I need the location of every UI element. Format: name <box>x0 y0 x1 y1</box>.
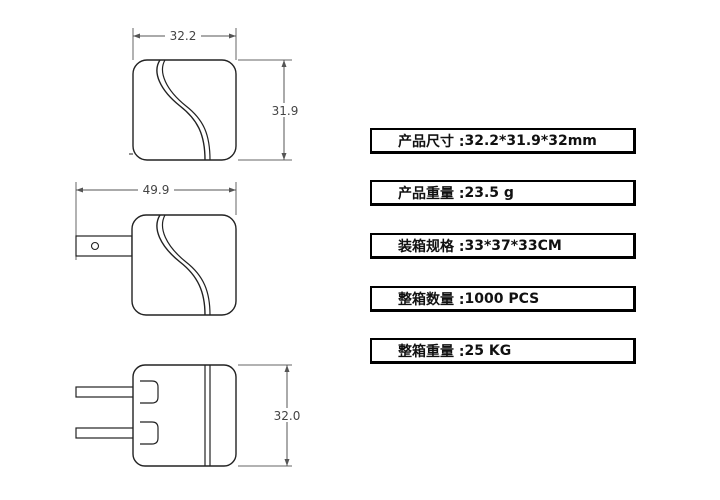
front-height-label-bg <box>270 103 300 117</box>
front-width-label: 32.2 <box>170 29 197 43</box>
side-length-label: 49.9 <box>143 183 170 197</box>
front-width-label-bg <box>165 29 201 42</box>
spec-weight-label: 产品重量 : <box>398 185 465 202</box>
bottom-depth-arrow-top <box>284 365 290 372</box>
spec-carton-quantity: 整箱数量 : 1000 PCS <box>370 286 636 312</box>
spec-size-value: 32.2*31.9*32mm <box>464 132 597 149</box>
front-height-arrow-top <box>281 60 287 67</box>
spec-carton-size-label: 装箱规格 : <box>398 238 465 255</box>
spec-carton-quantity-value: 1000 PCS <box>464 290 540 307</box>
front-width-arrow-right <box>229 33 236 39</box>
spec-carton-size-value: 33*37*33CM <box>464 237 562 254</box>
bottom-bracket-bottom <box>140 421 159 445</box>
bottom-depth-label-bg <box>272 408 302 422</box>
bottom-depth-arrow-bottom <box>284 459 290 466</box>
front-curve-outer <box>156 59 206 161</box>
side-curve-outer <box>156 214 206 316</box>
bottom-depth-label: 32.0 <box>274 409 301 423</box>
spec-carton-weight: 整箱重量 : 25 KG <box>370 338 636 364</box>
front-width-arrow-left <box>133 33 140 39</box>
front-curve-inner <box>161 59 211 161</box>
bottom-prong-top <box>75 386 139 398</box>
spec-carton-weight-value: 25 KG <box>464 342 512 359</box>
front-height-arrow-bottom <box>281 153 287 160</box>
side-prong-hole <box>90 241 100 251</box>
spec-size: 产品尺寸 : 32.2*31.9*32mm <box>370 128 636 154</box>
spec-carton-quantity-label: 整箱数量 : <box>398 291 465 308</box>
bottom-view: 32.0 <box>75 364 302 467</box>
side-prong <box>75 235 133 257</box>
side-length-arrow-right <box>229 187 236 193</box>
front-height-label: 31.9 <box>272 104 299 118</box>
side-view: 49.9 <box>75 182 237 316</box>
side-length-arrow-left <box>76 187 83 193</box>
bottom-prong-bottom <box>75 427 139 439</box>
spec-weight-value: 23.5 g <box>464 184 514 201</box>
side-length-label-bg <box>138 183 174 196</box>
front-view: 32.2 31.9 <box>129 28 300 161</box>
spec-weight: 产品重量 : 23.5 g <box>370 180 636 206</box>
side-curve-inner <box>161 214 211 316</box>
spec-carton-weight-label: 整箱重量 : <box>398 343 465 360</box>
spec-size-label: 产品尺寸 : <box>398 133 465 150</box>
bottom-bracket-top <box>140 380 159 404</box>
bottom-body-outline <box>132 364 237 467</box>
spec-carton-size: 装箱规格 : 33*37*33CM <box>370 233 636 259</box>
